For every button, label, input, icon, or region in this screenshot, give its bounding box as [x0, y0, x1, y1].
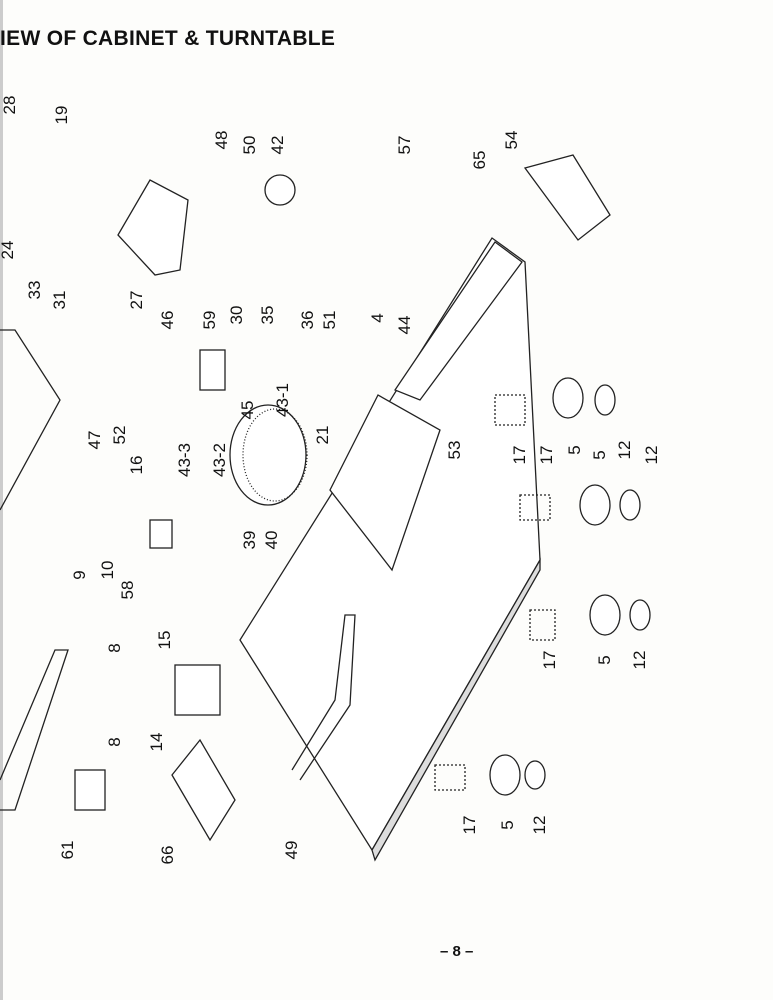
part-label: 39	[240, 530, 259, 550]
part-label: 12	[530, 815, 549, 835]
sub-plate	[329, 394, 441, 572]
part-label: 40	[262, 530, 281, 550]
part-label: 4	[368, 313, 387, 323]
part-label: 14	[147, 732, 166, 752]
part-label: 52	[110, 425, 129, 445]
part-label: 48	[212, 130, 231, 150]
part-label: 43-3	[175, 442, 194, 478]
part-label: 21	[313, 425, 332, 445]
part-label: 9	[70, 570, 89, 580]
part-label: 27	[127, 290, 146, 310]
part-label: 5	[498, 820, 517, 830]
part-label: 54	[502, 130, 521, 150]
front-panel	[0, 649, 69, 811]
foot-assemblies	[434, 377, 651, 796]
part-label: 47	[85, 430, 104, 450]
page-edge	[0, 0, 3, 1000]
part-label: 17	[537, 445, 556, 465]
lever	[291, 614, 356, 781]
page-number: – 8 –	[440, 943, 474, 960]
part-label: 61	[58, 840, 77, 860]
arm-plate	[394, 241, 523, 401]
part-label: 46	[158, 310, 177, 330]
part-label: 49	[282, 840, 301, 860]
part-label: 65	[470, 150, 489, 170]
part-label: 36	[298, 310, 317, 330]
motor-bracket	[117, 179, 189, 276]
part-label: 30	[227, 305, 246, 325]
part-label: 43-1	[273, 382, 292, 418]
part-label: 16	[127, 455, 146, 475]
part-label: 17	[510, 445, 529, 465]
part-label: 5	[595, 655, 614, 665]
gear	[229, 404, 307, 506]
cabinet-frame	[0, 329, 61, 511]
part-label: 15	[155, 630, 174, 650]
part-label: 5	[565, 445, 584, 455]
part-label: 12	[630, 650, 649, 670]
part-label: 17	[460, 815, 479, 835]
part-label: 57	[395, 135, 414, 155]
part-label: 42	[268, 135, 287, 155]
part-label: 8	[105, 737, 124, 747]
part-label: 45	[238, 400, 257, 420]
part-label: 17	[540, 650, 559, 670]
cover-plate	[523, 154, 611, 241]
part-label: 5	[590, 450, 609, 460]
part-label: 53	[445, 440, 464, 460]
part-label: 12	[642, 445, 661, 465]
part-label: 12	[615, 440, 634, 460]
pcb-board	[171, 738, 236, 842]
base-plate-edge	[371, 557, 541, 862]
part-label: 58	[118, 580, 137, 600]
part-label: 28	[0, 95, 19, 115]
part-label: 33	[25, 280, 44, 300]
part-label: 8	[105, 643, 124, 653]
part-label: 50	[240, 135, 259, 155]
part-label: 10	[98, 560, 117, 580]
part-label: 44	[395, 315, 414, 335]
part-label: 24	[0, 240, 17, 260]
part-label: 35	[258, 305, 277, 325]
part-label: 19	[52, 105, 71, 125]
page-title: IEW OF CABINET & TURNTABLE	[0, 27, 336, 50]
part-label: 51	[320, 310, 339, 330]
part-label: 31	[50, 290, 69, 310]
part-label: 43-2	[210, 442, 229, 478]
part-label: 59	[200, 310, 219, 330]
part-label: 66	[158, 845, 177, 865]
